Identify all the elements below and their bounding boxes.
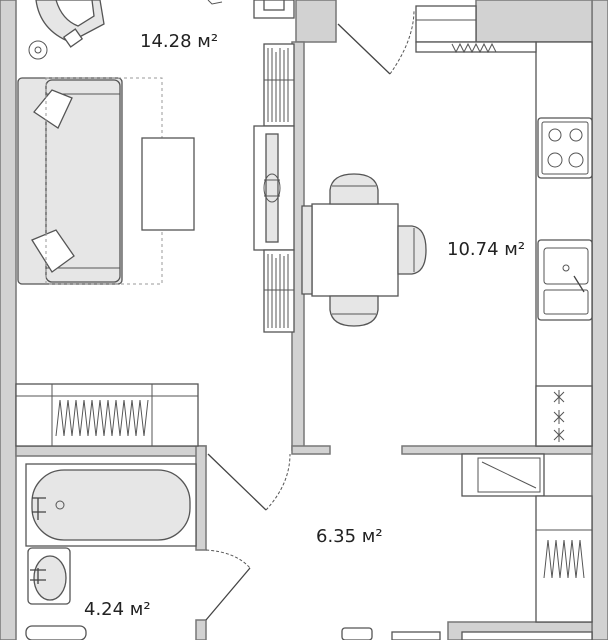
shelf-top (263, 43, 295, 127)
bathtub-basin (31, 469, 191, 541)
door-leaf-bathroom (205, 567, 251, 621)
wall-bath-right-top (195, 445, 207, 551)
dining-table (311, 203, 399, 297)
wall-living-bath (15, 445, 207, 457)
room-area-kitchen: 10.74 м² (447, 239, 526, 260)
window-top (415, 5, 477, 43)
outer-wall-right (591, 0, 608, 640)
entry-shelf (391, 631, 441, 640)
outer-wall-left (0, 0, 17, 640)
chair-bottom (329, 295, 379, 327)
bench-left (301, 205, 313, 295)
kitchen-sink (537, 239, 593, 321)
room-area-bathroom: 4.24 м² (84, 599, 151, 620)
room-area-living: 14.28 м² (140, 31, 219, 52)
wall-column (295, 0, 337, 43)
entry-mat (341, 627, 373, 640)
toilet (25, 625, 87, 640)
wardrobe (15, 383, 199, 447)
wall-kitchen-hall (401, 445, 593, 455)
dishwasher (535, 385, 593, 447)
door-leaf-hall (207, 453, 267, 511)
wall-bath-right-bottom (195, 619, 207, 640)
room-area-hall: 6.35 м² (316, 526, 383, 547)
wall-top-right (475, 0, 593, 43)
hall-wardrobe (535, 495, 593, 623)
chair-right (397, 225, 427, 275)
coffee-table (141, 137, 195, 231)
floor-lamp-icon (28, 40, 48, 60)
door-leaf-kitchen (337, 23, 391, 75)
cushion-bottom (31, 229, 75, 273)
shelf-bottom (263, 249, 295, 333)
tv (265, 133, 279, 243)
hall-cabinet (461, 453, 545, 497)
hob (537, 117, 593, 179)
chair-top (329, 173, 379, 205)
wall-stub-hall (291, 445, 331, 455)
